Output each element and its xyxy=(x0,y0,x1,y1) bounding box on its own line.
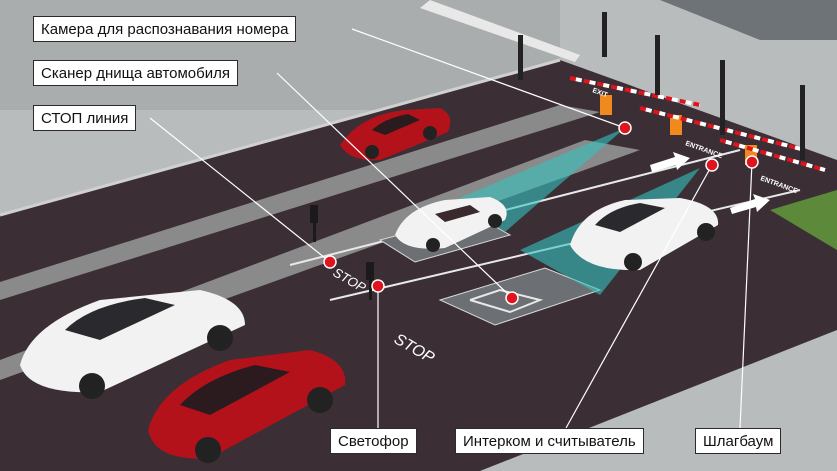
barrier-arm-3-white xyxy=(719,138,826,172)
label-camera: Камера для распознавания номера xyxy=(33,16,297,42)
marker-stop xyxy=(323,255,337,269)
marker-intercom xyxy=(705,158,719,172)
barrier-post-2 xyxy=(670,115,682,135)
leader-scanner xyxy=(276,72,513,299)
label-traffic-light: Светофор xyxy=(330,428,417,454)
label-intercom: Интерком и считыватель xyxy=(455,428,644,454)
marker-light xyxy=(371,279,385,293)
marker-dots xyxy=(323,121,759,305)
leader-barrier xyxy=(739,161,753,429)
car-white-bottom xyxy=(20,290,245,399)
camera-pole-1 xyxy=(518,35,523,80)
road xyxy=(0,60,837,471)
traffic-light-2-pole xyxy=(369,280,372,300)
leader-camera xyxy=(351,28,626,129)
traffic-light-2 xyxy=(366,262,374,280)
camera-pole-2 xyxy=(655,35,660,95)
marker-camera xyxy=(618,121,632,135)
leader-intercom xyxy=(565,164,713,429)
exit-barrier-arm xyxy=(420,0,580,62)
direction-arrow-1 xyxy=(650,152,690,172)
parking-lot xyxy=(660,0,837,40)
leader-stop xyxy=(149,117,331,263)
label-underbody-scanner: Сканер днища автомобиля xyxy=(33,60,238,86)
camera-pole-3 xyxy=(720,60,725,135)
car-white-sedan xyxy=(570,198,719,271)
camera-pole-4 xyxy=(800,85,805,160)
grass xyxy=(770,190,837,250)
scanner-frame xyxy=(469,288,544,314)
car-red-bottom xyxy=(148,350,346,463)
curb-line xyxy=(0,58,561,217)
marker-scanner xyxy=(505,291,519,305)
car-red-top xyxy=(340,108,451,161)
traffic-light-1-pole xyxy=(313,222,316,242)
label-barrier: Шлагбаум xyxy=(695,428,782,454)
marker-barrier xyxy=(745,155,759,169)
median-strip-1 xyxy=(0,105,600,300)
camera-pole-5 xyxy=(602,12,607,57)
barrier-arm-1-white xyxy=(569,76,701,107)
barrier-post-1 xyxy=(600,95,612,115)
label-stop-line: СТОП линия xyxy=(33,105,137,131)
leader-lines xyxy=(149,28,753,429)
traffic-light-1 xyxy=(310,205,318,223)
car-white-convertible xyxy=(395,197,507,252)
